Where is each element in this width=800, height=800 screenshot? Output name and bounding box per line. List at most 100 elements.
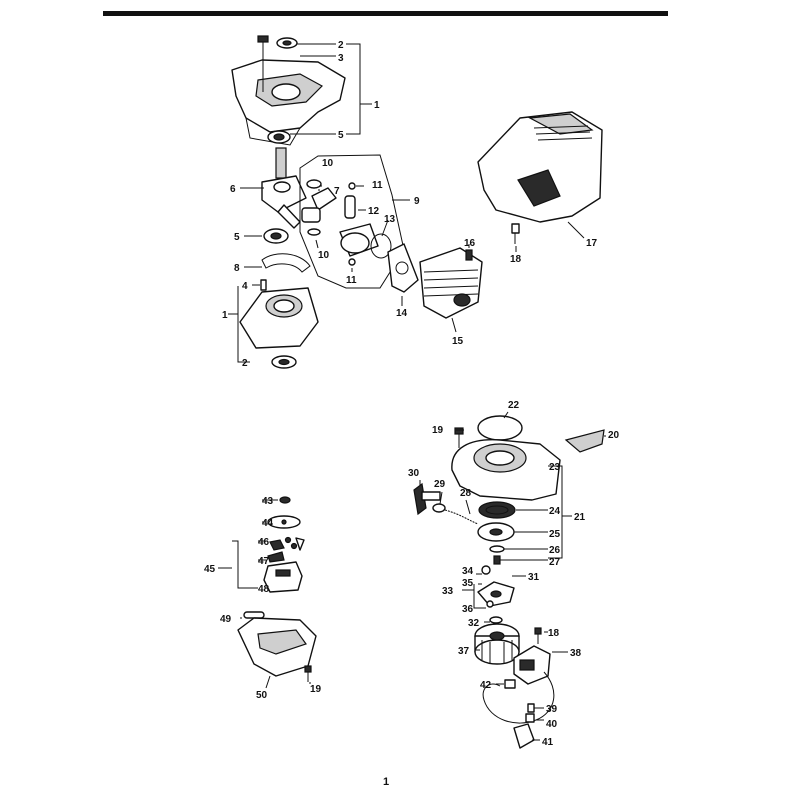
piston [339, 223, 379, 257]
leaders-aircleaner [218, 499, 311, 689]
crankcase-upper [231, 59, 346, 146]
needle-bearing-10b [307, 228, 321, 236]
callout-2a: 2 [338, 40, 344, 51]
callout-39: 39 [546, 704, 558, 715]
cylinder [419, 247, 483, 319]
knob-43 [279, 496, 291, 504]
screw-18b [534, 627, 542, 644]
callout-18b: 18 [548, 628, 560, 639]
callout-49: 49 [220, 614, 232, 625]
o-ring-49 [243, 611, 265, 619]
choke-parts-46-47 [267, 536, 305, 563]
screw-18a [511, 223, 520, 244]
callout-44: 44 [262, 518, 274, 529]
needle-bearing-10a [306, 179, 322, 189]
callout-8: 8 [234, 263, 240, 274]
callout-46: 46 [258, 537, 270, 548]
callout-6: 6 [230, 184, 236, 195]
callout-24: 24 [549, 506, 561, 517]
screw-19a [454, 427, 464, 448]
callout-30: 30 [408, 468, 420, 479]
callout-19b: 19 [310, 684, 322, 695]
snap-ring [261, 253, 311, 273]
dowel-pin [260, 279, 267, 291]
callout-10b: 10 [318, 250, 330, 261]
callout-47: 47 [258, 556, 270, 567]
air-cleaner-cover [263, 561, 303, 593]
callout-37: 37 [458, 646, 470, 657]
page-number: 1 [383, 776, 389, 788]
callout-16: 16 [464, 238, 476, 249]
starter-housing [451, 439, 561, 501]
clip-11b [348, 258, 356, 266]
connecting-rod [301, 187, 337, 223]
callout-22: 22 [508, 400, 520, 411]
pawl-assembly [477, 565, 515, 608]
bolt-upper [257, 35, 269, 92]
callout-43: 43 [262, 496, 274, 507]
callout-41: 41 [542, 737, 554, 748]
decal-20 [564, 429, 605, 453]
callout-13: 13 [384, 214, 396, 225]
callout-28: 28 [460, 488, 472, 499]
callout-labels: 2 3 1 5 10 11 9 6 7 12 13 5 10 11 8 16 4… [204, 40, 620, 788]
callout-4: 4 [242, 281, 248, 292]
callout-5b: 5 [234, 232, 240, 243]
screw-19b [304, 665, 312, 682]
crankshaft [261, 147, 307, 229]
callout-5a: 5 [338, 130, 344, 141]
bearing-upper [267, 130, 291, 144]
callout-36: 36 [462, 604, 474, 615]
callout-34: 34 [462, 566, 474, 577]
starter-handle [413, 482, 441, 516]
piston-ring [370, 233, 392, 259]
callout-11a: 11 [372, 180, 383, 191]
rope-reel [477, 522, 515, 542]
callout-42: 42 [480, 680, 492, 691]
callout-50: 50 [256, 690, 268, 701]
oil-seal-lower [271, 355, 297, 369]
callout-19a: 19 [432, 425, 444, 436]
oil-seal-upper [276, 37, 298, 49]
callout-29: 29 [434, 479, 446, 490]
nut-42 [504, 679, 516, 689]
engine-cover [477, 111, 603, 223]
flywheel [474, 623, 520, 665]
callout-11b: 11 [346, 275, 357, 286]
gasket-14 [387, 243, 419, 293]
bearing-lower [263, 228, 289, 244]
callout-14: 14 [396, 308, 408, 319]
leaders-starter [419, 411, 606, 741]
callout-26: 26 [549, 545, 561, 556]
callout-31: 31 [528, 572, 540, 583]
callout-40: 40 [546, 719, 558, 730]
callout-12: 12 [368, 206, 380, 217]
callout-1b: 1 [222, 310, 228, 321]
callout-32: 32 [468, 618, 480, 629]
crankcase-lower [239, 287, 319, 349]
callout-33: 33 [442, 586, 454, 597]
ignition-lead [482, 671, 555, 724]
callout-15: 15 [452, 336, 464, 347]
callout-35: 35 [462, 578, 474, 589]
recoil-spring [478, 501, 516, 519]
ignition-coil [513, 645, 551, 685]
callout-45: 45 [204, 564, 216, 575]
callout-2b: 2 [242, 358, 248, 369]
starter-rope [444, 509, 479, 525]
callout-25: 25 [549, 529, 561, 540]
callout-1a: 1 [374, 100, 380, 111]
spark-plug-16 [465, 249, 473, 261]
leaders-engine [228, 43, 585, 363]
callout-18a: 18 [510, 254, 522, 265]
washer-26 [489, 545, 505, 553]
callout-48: 48 [258, 584, 270, 595]
callout-38: 38 [570, 648, 582, 659]
rope-guide-29 [432, 503, 446, 513]
clip-11a [348, 182, 356, 190]
label-plate-22 [477, 415, 523, 441]
screw-27 [493, 555, 501, 565]
top-rule [103, 11, 668, 16]
plug-cap [513, 723, 535, 749]
